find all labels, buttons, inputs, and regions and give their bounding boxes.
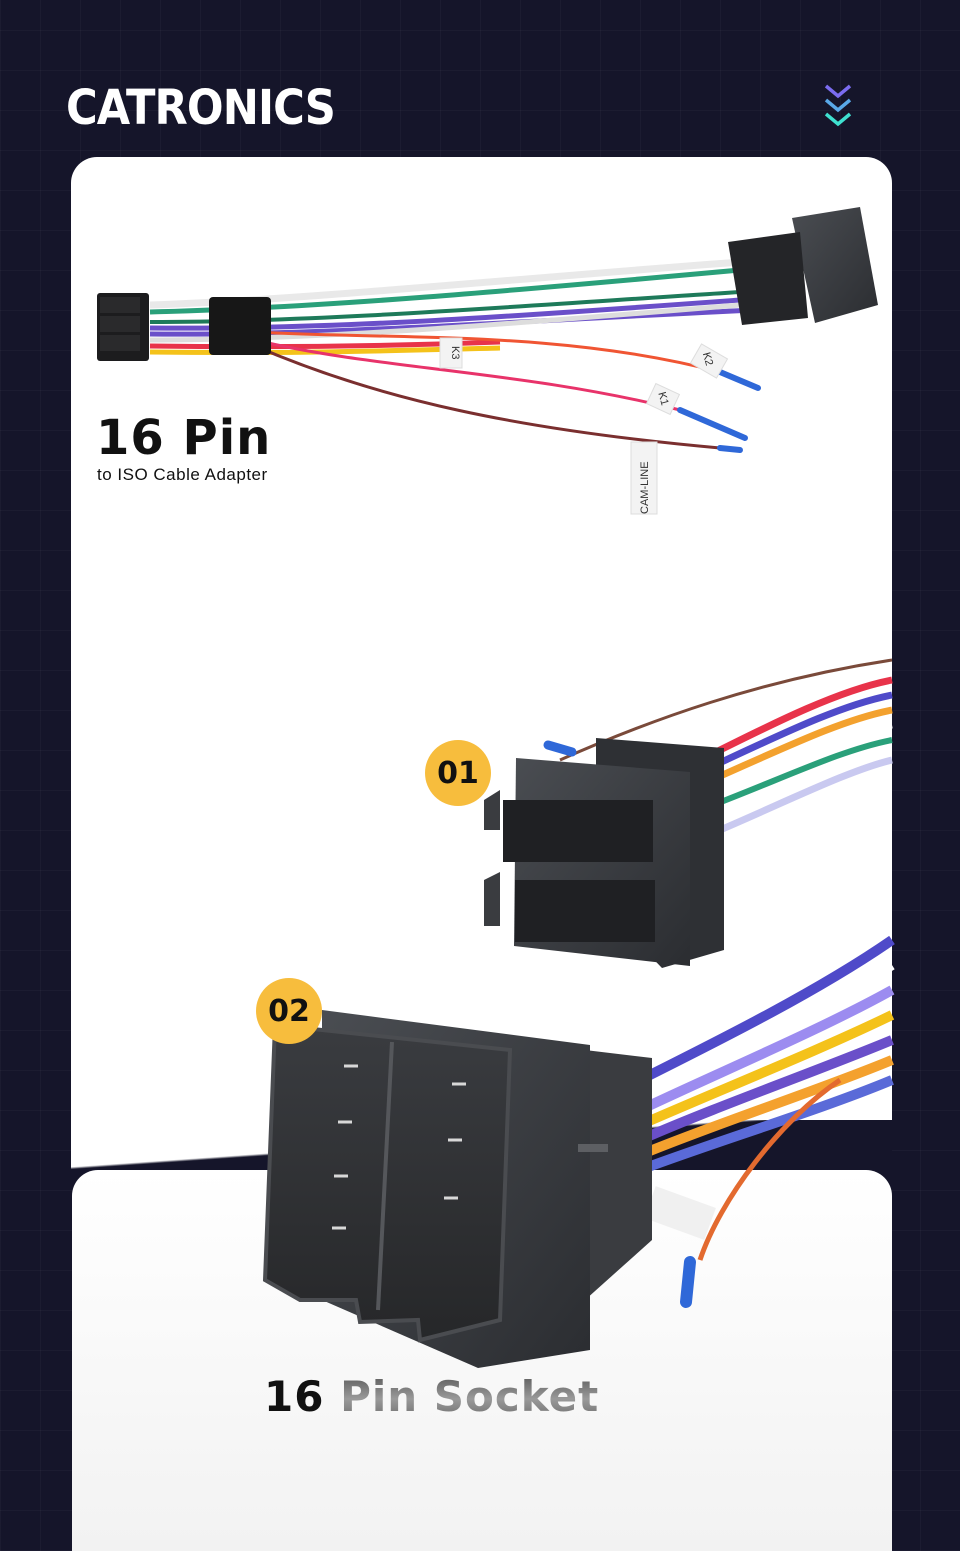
product-subtitle: to ISO Cable Adapter xyxy=(97,465,268,484)
socket-caption-number: 16 xyxy=(264,1372,325,1421)
badge-02: 02 xyxy=(256,978,322,1044)
svg-text:K3: K3 xyxy=(449,346,461,359)
svg-text:K1: K1 xyxy=(655,391,670,407)
16-pin-plug xyxy=(97,293,271,361)
iso-connector-02 xyxy=(262,935,895,1368)
socket-caption-text: Pin Socket xyxy=(340,1372,600,1421)
socket-caption: 16 Pin Socket xyxy=(264,1372,599,1421)
svg-text:CAM-LINE: CAM-LINE xyxy=(639,461,651,514)
brand-logo: CATRONICS xyxy=(66,80,336,136)
triple-chevron-down-icon[interactable] xyxy=(822,82,854,132)
svg-text:K2: K2 xyxy=(700,351,715,367)
iso-connectors-top xyxy=(728,207,878,325)
badge-01: 01 xyxy=(425,740,491,806)
iso-connector-01 xyxy=(484,658,893,968)
wire-tags: K3 K2 K1 CAM-LINE xyxy=(439,337,729,515)
product-title: 16 Pin xyxy=(96,410,272,466)
